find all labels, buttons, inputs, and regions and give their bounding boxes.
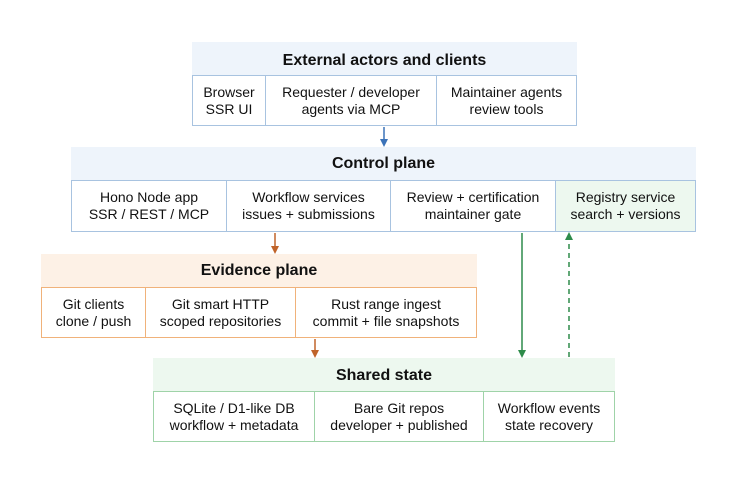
registry-service-node: Registry service search + versions	[556, 181, 695, 231]
node-line1: Hono Node app	[99, 189, 199, 205]
node-line2: commit + file snapshots	[312, 312, 460, 329]
node-line1: Rust range ingest	[331, 295, 441, 312]
requester-agents-node: Requester / developer agents via MCP	[266, 76, 437, 125]
control-plane-title: Control plane	[331, 155, 436, 172]
shared-state-title: Shared state	[335, 367, 433, 384]
node-line1: Review + certification	[406, 189, 540, 205]
node-line1: Git clients	[62, 295, 125, 312]
node-line1: Browser	[203, 83, 255, 100]
rust-range-ingest-node: Rust range ingest commit + file snapshot…	[296, 288, 476, 337]
node-line2: workflow + metadata	[169, 416, 299, 433]
hono-node-app-node: Hono Node app SSR / REST / MCP	[72, 181, 227, 231]
control-plane-group: Control plane Hono Node app SSR / REST /…	[71, 147, 696, 232]
sqlite-db-node: SQLite / D1-like DB workflow + metadata	[154, 392, 315, 441]
external-actors-cells: Browser SSR UI Requester / developer age…	[192, 75, 577, 126]
control-plane-cells: Hono Node app SSR / REST / MCP Workflow …	[71, 180, 696, 232]
workflow-events-node: Workflow events state recovery	[484, 392, 614, 441]
node-line2: maintainer gate	[424, 206, 522, 222]
node-line1: SQLite / D1-like DB	[173, 399, 295, 416]
node-line1: Maintainer agents	[450, 83, 563, 100]
review-certification-node: Review + certification maintainer gate	[391, 181, 556, 231]
node-line2: developer + published	[330, 416, 468, 433]
external-actors-group: External actors and clients Browser SSR …	[192, 42, 577, 126]
node-line1: Requester / developer	[282, 83, 420, 100]
node-line1: Registry service	[575, 189, 676, 205]
node-line2: agents via MCP	[301, 100, 401, 117]
evidence-plane-group: Evidence plane Git clients clone / push …	[41, 254, 477, 338]
maintainer-agents-node: Maintainer agents review tools	[437, 76, 576, 125]
shared-state-cells: SQLite / D1-like DB workflow + metadata …	[153, 391, 615, 442]
node-line1: Workflow events	[497, 399, 601, 416]
shared-state-group: Shared state SQLite / D1-like DB workflo…	[153, 358, 615, 442]
evidence-plane-cells: Git clients clone / push Git smart HTTP …	[41, 287, 477, 338]
node-line2: clone / push	[55, 312, 132, 329]
node-line2: search + versions	[570, 206, 681, 222]
node-line1: Workflow services	[252, 189, 365, 205]
node-line2: state recovery	[505, 416, 593, 433]
node-line2: issues + submissions	[242, 206, 375, 222]
external-actors-title: External actors and clients	[282, 52, 487, 69]
node-line1: Git smart HTTP	[171, 295, 270, 312]
bare-git-repos-node: Bare Git repos developer + published	[315, 392, 484, 441]
git-clients-node: Git clients clone / push	[42, 288, 146, 337]
node-line2: scoped repositories	[159, 312, 282, 329]
evidence-plane-title: Evidence plane	[200, 262, 318, 279]
workflow-services-node: Workflow services issues + submissions	[227, 181, 391, 231]
node-line2: review tools	[469, 100, 544, 117]
node-line1: Bare Git repos	[353, 399, 445, 416]
git-smart-http-node: Git smart HTTP scoped repositories	[146, 288, 296, 337]
node-line2: SSR / REST / MCP	[88, 206, 210, 222]
node-line2: SSR UI	[205, 100, 253, 117]
browser-node: Browser SSR UI	[193, 76, 266, 125]
